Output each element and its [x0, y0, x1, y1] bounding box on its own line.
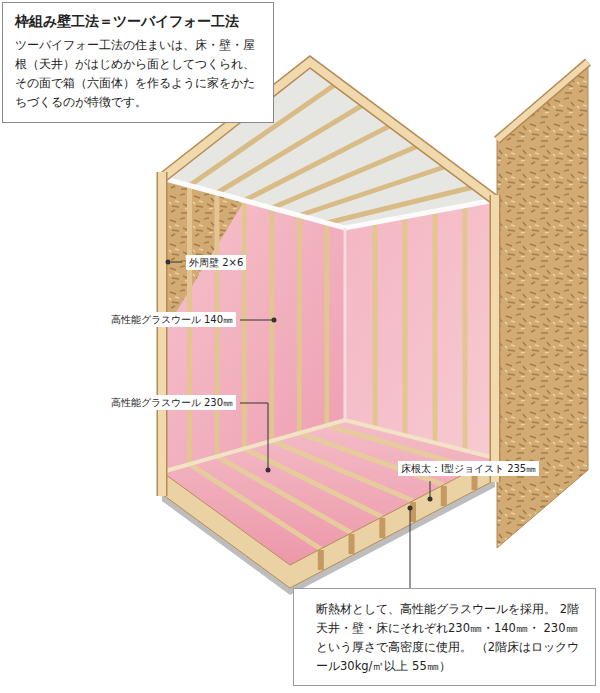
leader-dot: [428, 497, 433, 502]
floor-rim: [162, 458, 495, 588]
corner-post: [158, 172, 166, 496]
floor-insulation: [162, 420, 495, 565]
corner-post: [490, 195, 501, 482]
wall-stud: [433, 211, 438, 443]
i-joist-end: [410, 502, 416, 522]
leader-dot: [166, 260, 433, 511]
leader-line: [430, 481, 431, 497]
leader-line: [410, 510, 411, 588]
wall-stud: [463, 206, 468, 451]
i-joist-end: [441, 486, 447, 506]
box-heading: 枠組み壁工法＝ツーバイフォー工法: [15, 12, 261, 30]
wall-top-plate: [497, 62, 588, 140]
rockwool-layer: [162, 480, 495, 595]
leader-dot: [166, 260, 171, 265]
intro-box: 枠組み壁工法＝ツーバイフォー工法ツーバイフォー工法の住まいは、床・壁・屋 根（天…: [2, 2, 274, 123]
wall-stud: [297, 216, 302, 434]
corner-post: [491, 195, 499, 482]
leader-line: [171, 262, 182, 263]
part-label: 高性能グラスウール 230㎜: [108, 395, 236, 410]
leader-dot: [266, 468, 271, 473]
leader-dot: [272, 318, 277, 323]
corner-post: [157, 172, 168, 496]
i-joist-end: [379, 518, 385, 538]
i-joist-end: [318, 470, 478, 570]
leader-line: [240, 320, 272, 321]
wall-insulation: [345, 200, 495, 458]
wall-stud: [373, 222, 378, 427]
wall-corner: [344, 228, 347, 420]
leader-dot: [408, 506, 413, 511]
leader-line: [240, 403, 268, 468]
i-joist-end: [318, 550, 324, 570]
ceiling-rafter: [299, 166, 449, 216]
wall-stud: [403, 217, 408, 435]
part-label: 床根太：I型ジョイスト 235㎜: [398, 461, 539, 476]
wall-stud: [269, 208, 274, 441]
leader-line: [171, 262, 430, 588]
wall-stud: [242, 201, 247, 449]
note-box: 断熱材として、高性能グラスウールを採用。 2階天井・壁・床にそれぞれ230㎜・1…: [293, 588, 596, 686]
wall-stud: [324, 223, 329, 425]
box-text: ツーバイフォー工法の住まいは、床・壁・屋 根（天井）がはじめから面としてつくられ…: [15, 36, 261, 112]
wall-top-plate: [497, 62, 588, 140]
part-label: 外周壁 2×6: [186, 255, 246, 270]
part-label: 高性能グラスウール 140㎜: [108, 312, 236, 327]
box-text: 断熱材として、高性能グラスウールを採用。 2階天井・壁・床にそれぞれ230㎜・1…: [316, 600, 583, 676]
ceiling-edge: [162, 178, 495, 228]
i-joist-end: [349, 534, 355, 554]
